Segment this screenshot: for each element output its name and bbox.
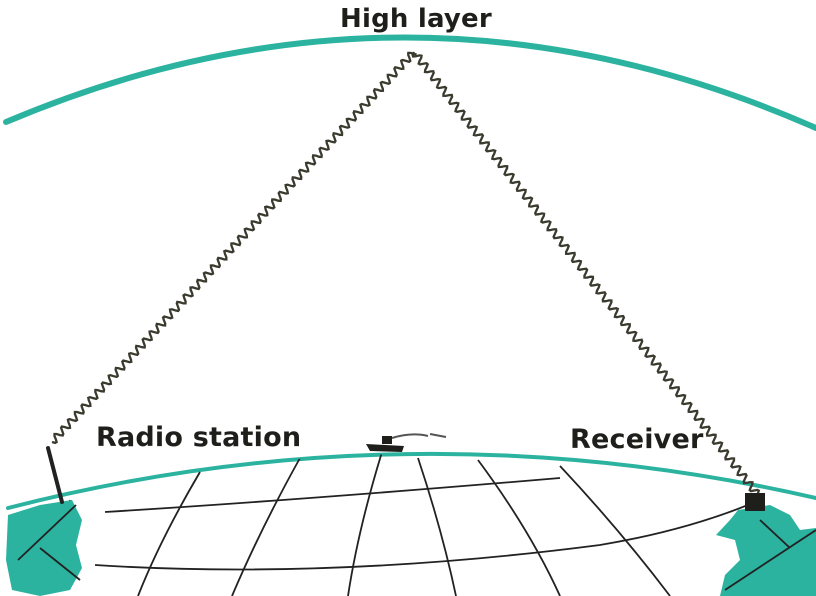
left-land-gridline [17,504,77,561]
receiver-label: Receiver [570,424,704,455]
right-land-gridline [724,529,816,591]
meridian-line [347,453,383,596]
radio-wave-down [411,51,761,494]
meridian-line [417,457,457,596]
radio-wave-up [51,51,417,445]
ship-icon [366,433,447,452]
latitude-line [94,499,761,571]
high-layer-label: High layer [340,4,492,34]
antenna-mast [46,446,64,504]
earth-surface-arc [6,451,816,510]
latitude-line [104,477,561,513]
right-landmass [716,505,816,596]
left-landmass [6,500,82,596]
meridian-line [231,457,301,596]
globe-grid [39,453,761,596]
receiver-box [745,493,765,511]
meridian-line [559,465,671,596]
meridian-line [477,459,561,596]
left-land-gridline [39,547,81,581]
meridian-line [137,471,201,596]
high-layer-arc [3,34,816,131]
radio-station-label: Radio station [96,422,302,453]
right-land-gridline [759,519,791,549]
